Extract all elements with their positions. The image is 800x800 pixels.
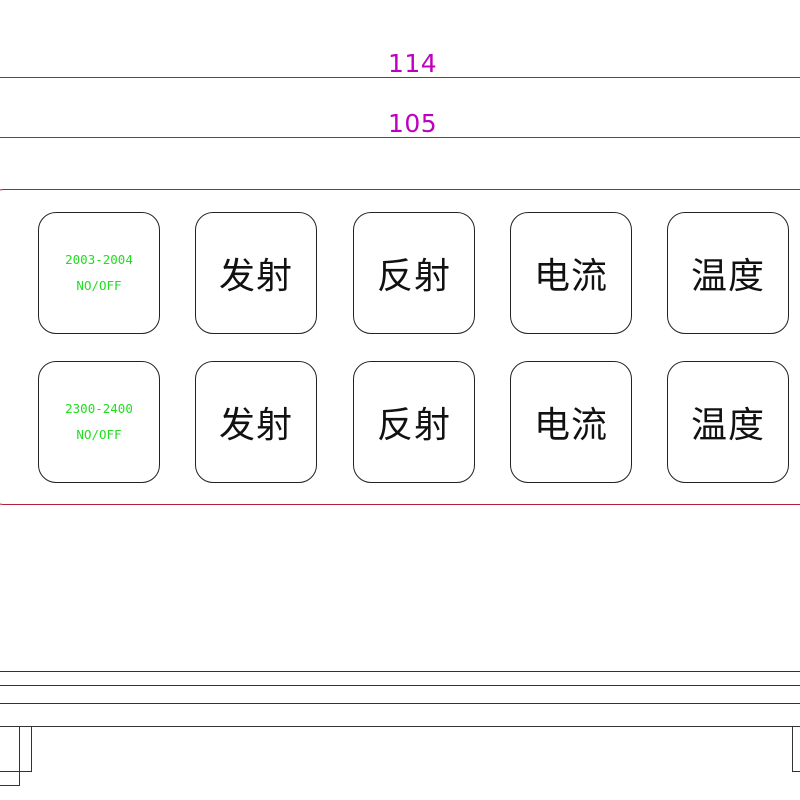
key-row1-transmit-label: 发射 — [218, 256, 293, 297]
key-row1-reflect-label: 反射 — [376, 256, 451, 297]
key-row2-reflect-label: 反射 — [376, 405, 451, 446]
chassis-line-3 — [0, 703, 800, 704]
chassis-foot-left-outer — [0, 726, 32, 772]
chassis-foot-left-inner — [0, 726, 20, 786]
key-row2-current-label: 电流 — [533, 405, 608, 446]
key-row1-switch-state: NO/OFF — [76, 278, 122, 293]
key-row1-temperature-label: 温度 — [690, 256, 765, 297]
key-row1-current[interactable]: 电流 — [510, 212, 632, 334]
chassis-foot-right — [792, 726, 800, 772]
key-row2-current[interactable]: 电流 — [510, 361, 632, 483]
key-row1-transmit[interactable]: 发射 — [195, 212, 317, 334]
dimension-line-outer — [0, 77, 800, 78]
key-row2-transmit[interactable]: 发射 — [195, 361, 317, 483]
dimension-label-outer: 114 — [388, 49, 438, 78]
key-row1-current-label: 电流 — [533, 256, 608, 297]
key-row2-switch[interactable]: 2300-2400 NO/OFF — [38, 361, 160, 483]
front-panel-outline — [0, 189, 800, 505]
dimension-line-inner — [0, 137, 800, 138]
key-row1-switch-range: 2003-2004 — [65, 252, 133, 267]
dimension-label-inner: 105 — [388, 109, 438, 138]
chassis-line-1 — [0, 671, 800, 672]
key-row2-switch-range: 2300-2400 — [65, 401, 133, 416]
key-row2-temperature[interactable]: 温度 — [667, 361, 789, 483]
key-row1-temperature[interactable]: 温度 — [667, 212, 789, 334]
chassis-line-2 — [0, 685, 800, 686]
key-row2-transmit-label: 发射 — [218, 405, 293, 446]
chassis-line-4 — [0, 726, 800, 727]
key-row2-temperature-label: 温度 — [690, 405, 765, 446]
key-row1-reflect[interactable]: 反射 — [353, 212, 475, 334]
key-row2-switch-state: NO/OFF — [76, 427, 122, 442]
key-row1-switch[interactable]: 2003-2004 NO/OFF — [38, 212, 160, 334]
key-row2-reflect[interactable]: 反射 — [353, 361, 475, 483]
